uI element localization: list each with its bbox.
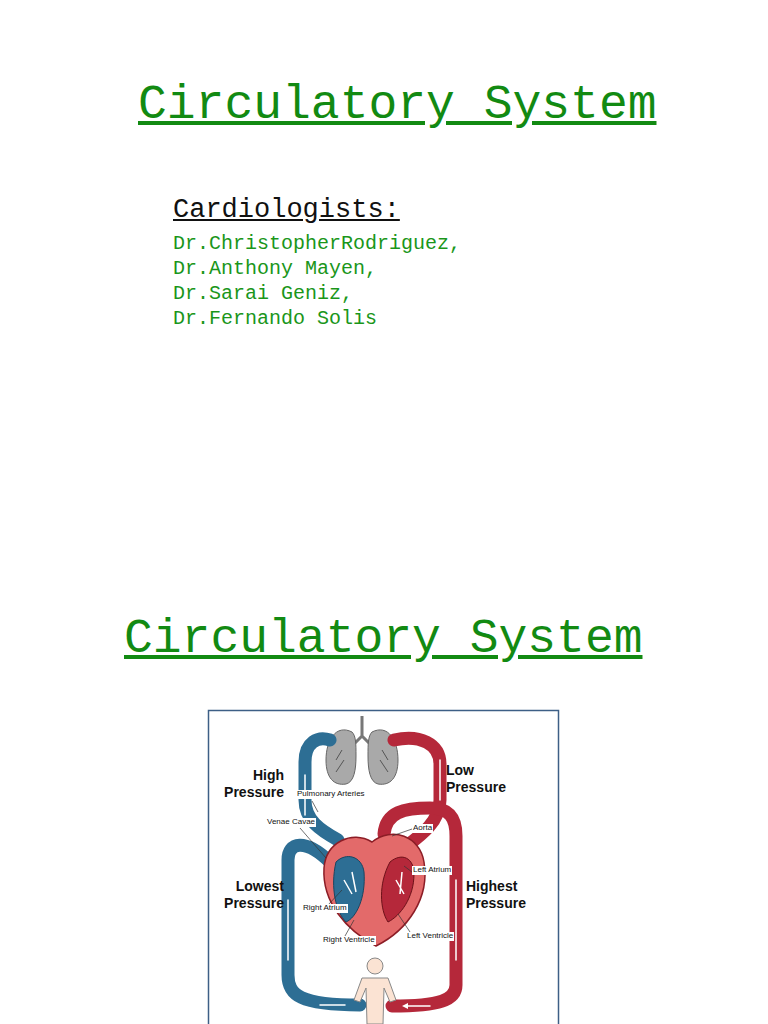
pressure-label: Highest Pressure (466, 878, 538, 912)
leader-lines-part (404, 866, 412, 872)
leader-lines-part (392, 829, 412, 836)
part-label: Right Atrium (302, 904, 348, 913)
slide-title: Circulatory System (138, 78, 656, 133)
leader-lines (300, 801, 412, 936)
picture-frame (209, 711, 559, 1024)
doctor-name: Dr.ChristopherRodriguez, (173, 232, 461, 255)
part-label: Left Ventricle (406, 932, 454, 941)
leader-lines-part (300, 828, 326, 858)
pressure-label: Lowest Pressure (212, 878, 284, 912)
heart-part (382, 857, 415, 922)
leader-lines-part (328, 890, 342, 905)
human-figure-part (367, 958, 383, 974)
heart-part (324, 834, 425, 946)
blood-vessels-part (288, 760, 456, 1006)
lungs-part (336, 750, 388, 772)
pressure-label: High Pressure (216, 767, 284, 801)
doctor-name: Dr.Sarai Geniz, (173, 282, 353, 305)
part-label: Right Ventricle (322, 936, 376, 945)
doctor-name: Dr.Fernando Solis (173, 307, 377, 330)
part-label: Pulmonary Arteries (296, 790, 366, 799)
pressure-label: Low Pressure (446, 762, 516, 796)
part-label: Aorta (412, 824, 433, 833)
part-label: Venae Cavae (266, 818, 316, 827)
heart-part (344, 872, 404, 894)
human-figure-part (354, 978, 396, 1024)
leader-lines-part (345, 920, 354, 936)
lungs (326, 716, 398, 784)
heading: Cardiologists: (173, 195, 400, 226)
pulmonary-loop-red (394, 738, 440, 848)
part-label: Left Atrium (412, 866, 452, 875)
leader-lines-part (312, 801, 318, 812)
human-figure (354, 958, 396, 1024)
slide-title: Circulatory System (124, 612, 642, 667)
leader-lines-part (398, 914, 410, 932)
doctor-name: Dr.Anthony Mayen, (173, 257, 377, 280)
heart (324, 834, 425, 946)
blood-vessels (288, 738, 456, 1006)
